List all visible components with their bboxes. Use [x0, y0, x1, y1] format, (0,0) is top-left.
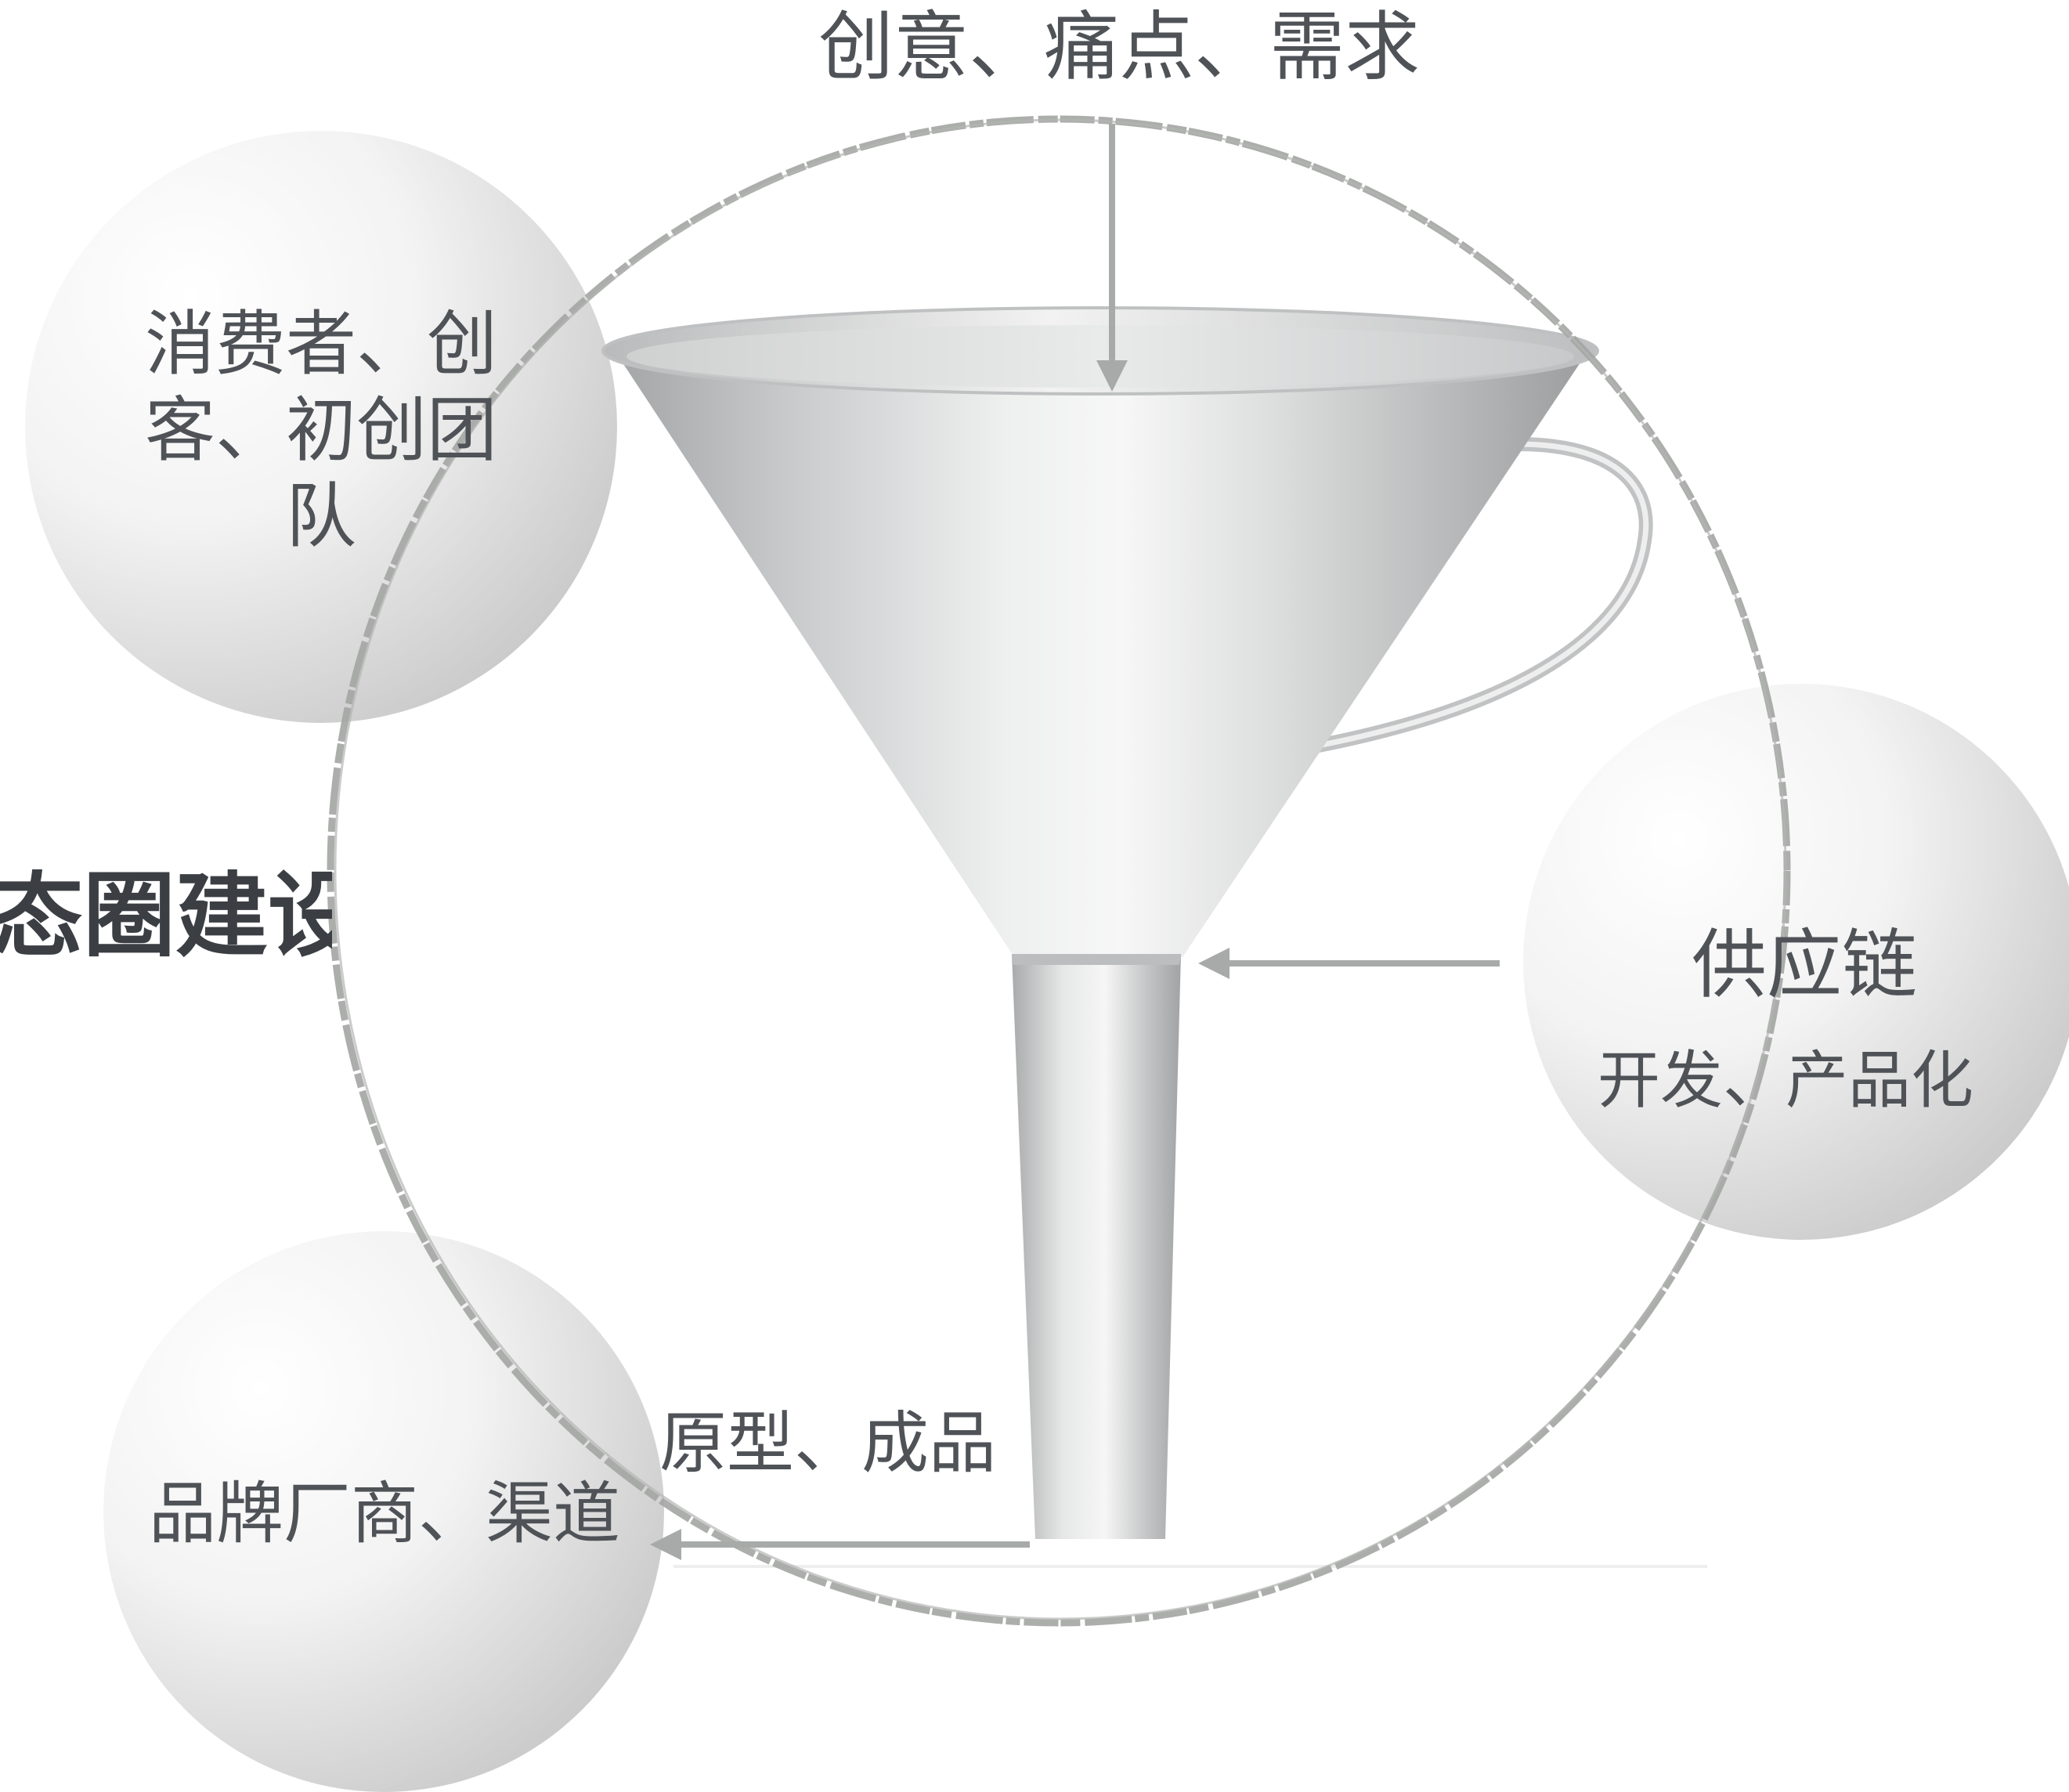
top-input-label: 创意、痛点、需求 — [818, 3, 1420, 91]
ecosystem-ring — [327, 115, 1791, 1627]
funnel-cone — [615, 351, 1588, 957]
prototype-label: 原型、成品 — [659, 1404, 996, 1483]
consumer-bubble — [25, 131, 617, 723]
funnel-spout — [1012, 954, 1181, 1539]
supply-chain-bubble — [1523, 684, 2069, 1240]
supply-chain-title: 供应链 — [1692, 921, 1917, 1009]
ecosystem-title: 态圈建设 — [0, 869, 332, 962]
consumer-bubble-label: 消费者、创客、初创团队 — [145, 303, 497, 558]
brand-bubble-label: 品牌厂商、渠道 — [149, 1475, 620, 1553]
supply-chain-subtitle: 开发、产品化 — [1598, 1044, 1973, 1117]
brand-bubble — [103, 1231, 664, 1792]
